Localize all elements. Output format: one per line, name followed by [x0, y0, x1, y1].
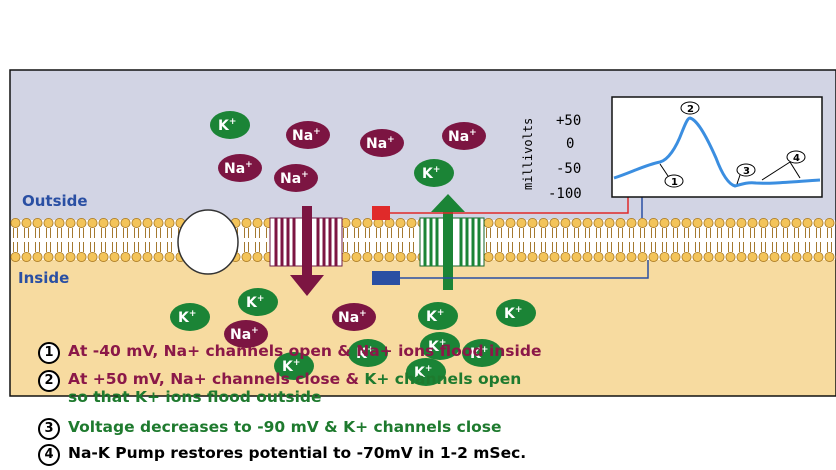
potassium-ion: K+	[420, 332, 460, 360]
potassium-ion: K+	[210, 111, 250, 139]
graph-panel	[611, 96, 823, 198]
sodium-ion: Na+	[360, 129, 404, 157]
svg-text:K+: K+	[428, 338, 446, 355]
potassium-ion: K+	[238, 288, 278, 316]
svg-text:Na+: Na+	[230, 326, 259, 343]
legend-number: 2	[38, 370, 60, 392]
graph-marker-2: 2	[680, 101, 700, 115]
potassium-ion: K+	[418, 302, 458, 330]
legend-item-3: 3 Voltage decreases to -90 mV & K+ chann…	[38, 418, 502, 440]
legend-text: Na-K Pump restores potential to -70mV in…	[68, 444, 527, 462]
svg-text:1: 1	[671, 177, 678, 188]
legend: 1 At -40 mV, Na+ channels open & Na+ ion…	[0, 330, 836, 470]
svg-text:K+: K+	[282, 358, 300, 375]
graph-tick-minus50: -50	[556, 161, 581, 177]
action-potential-curve	[613, 116, 821, 188]
potassium-ion: K+	[170, 303, 210, 331]
legend-item-4: 4 Na-K Pump restores potential to -70mV …	[38, 444, 526, 466]
potassium-ion: K+	[348, 339, 388, 367]
legend-text-part-2: K+ channels open so that K+ ions flood o…	[68, 370, 522, 406]
legend-item-2: 2 At +50 mV, Na+ channels close & K+ cha…	[38, 370, 521, 406]
channel-graph-connectors	[372, 194, 649, 285]
na-k-pump	[177, 209, 239, 275]
svg-text:K+: K+	[426, 308, 444, 325]
svg-text:K+: K+	[356, 345, 374, 362]
sodium-ion: Na+	[286, 121, 330, 149]
inside-label: Inside	[18, 269, 69, 287]
potassium-efflux-arrow	[431, 194, 465, 290]
svg-text:Na+: Na+	[366, 135, 395, 152]
svg-text:Na+: Na+	[448, 128, 477, 145]
sodium-ion: Na+	[332, 303, 376, 331]
legend-number: 1	[38, 342, 60, 364]
svg-text:Na+: Na+	[292, 127, 321, 144]
legend-text: At +50 mV, Na+ channels close & K+ chann…	[68, 370, 521, 406]
svg-text:K+: K+	[414, 364, 432, 381]
legend-text: Voltage decreases to -90 mV & K+ channel…	[68, 418, 502, 436]
svg-text:Na+: Na+	[280, 170, 309, 187]
graph-tick-minus100: -100	[548, 186, 582, 202]
potassium-ion: K+	[462, 339, 502, 367]
legend-number: 3	[38, 418, 60, 440]
svg-text:2: 2	[687, 104, 694, 115]
sodium-ion: Na+	[224, 320, 268, 348]
potassium-channel	[419, 217, 485, 267]
graph-tick-plus50: +50	[556, 113, 581, 129]
membrane-potential-graph: millivolts +50 0 -50 -100 1 2 3 4	[521, 96, 823, 202]
potassium-ion: K+	[274, 352, 314, 380]
legend-item-1: 1 At -40 mV, Na+ channels open & Na+ ion…	[38, 342, 541, 364]
svg-text:Na+: Na+	[338, 309, 367, 326]
svg-text:Na+: Na+	[224, 160, 253, 177]
svg-text:K+: K+	[246, 294, 264, 311]
legend-number: 4	[38, 444, 60, 466]
svg-text:4: 4	[793, 153, 800, 164]
potassium-ion: K+	[406, 358, 446, 386]
svg-text:K+: K+	[422, 165, 440, 182]
sodium-ion: Na+	[442, 122, 486, 150]
legend-text-part-1: At +50 mV, Na+ channels close &	[68, 370, 365, 388]
svg-text:K+: K+	[504, 305, 522, 322]
graph-y-axis-label: millivolts	[521, 118, 535, 190]
svg-text:K+: K+	[178, 309, 196, 326]
svg-text:K+: K+	[470, 345, 488, 362]
potassium-ion: K+	[414, 159, 454, 187]
graph-marker-4: 4	[761, 150, 806, 181]
graph-tick-0: 0	[566, 136, 574, 152]
svg-text:3: 3	[743, 166, 750, 177]
potassium-ion: K+	[496, 299, 536, 327]
svg-text:K+: K+	[218, 117, 236, 134]
graph-marker-1: 1	[659, 163, 684, 188]
outside-label: Outside	[22, 192, 88, 210]
sodium-ion: Na+	[218, 154, 262, 182]
sodium-influx-arrow	[290, 206, 324, 296]
legend-text: At -40 mV, Na+ channels open & Na+ ions …	[68, 342, 542, 360]
sodium-ion: Na+	[274, 164, 318, 192]
graph-marker-3: 3	[736, 163, 756, 185]
ions: K+ Na+ Na+ Na+ Na+ Na+ K+ K+ K+ Na+ Na+ …	[170, 111, 536, 386]
